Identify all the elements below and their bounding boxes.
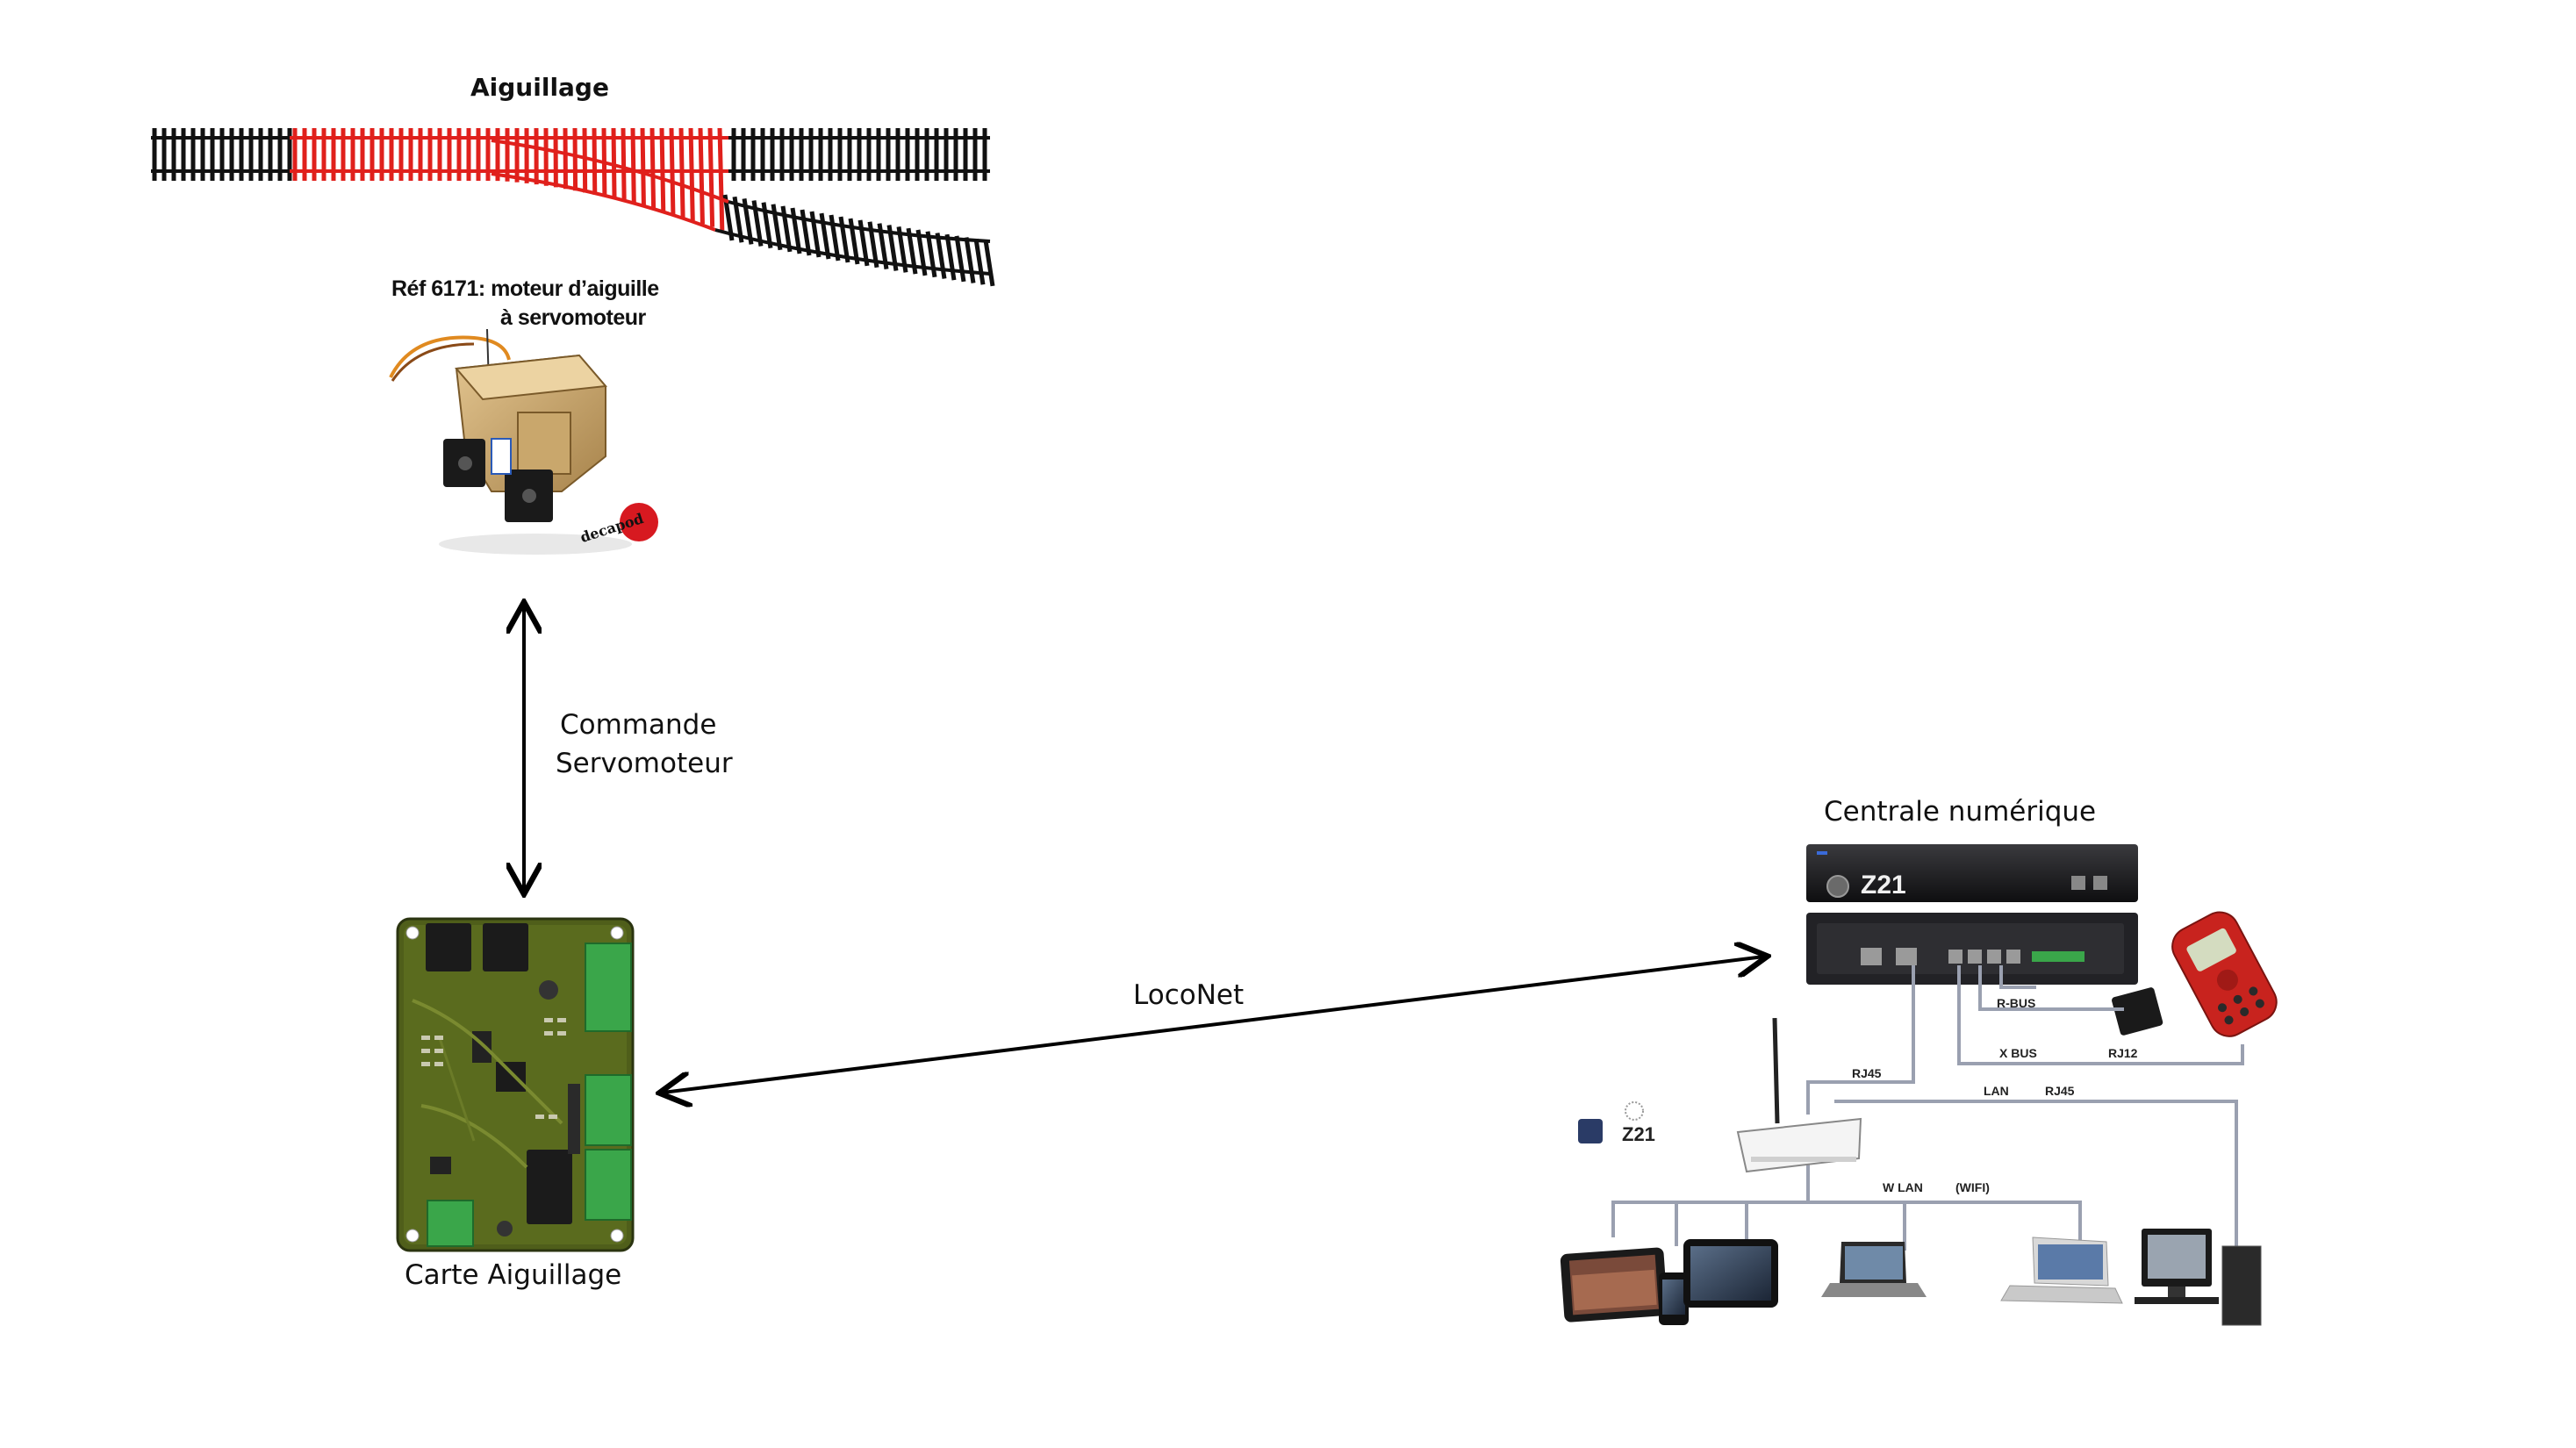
servo-caption-line2: à servomoteur xyxy=(500,305,646,330)
servo-motor-illustration xyxy=(389,328,658,555)
track-tie xyxy=(973,238,986,285)
loconet-arrow xyxy=(663,957,1764,1093)
track-tie xyxy=(707,127,715,227)
rail-diverging-bottom xyxy=(714,228,991,276)
rail-red-curve-bottom xyxy=(491,172,716,232)
command-label-line2: Servomoteur xyxy=(556,748,733,779)
xbus-label: X BUS xyxy=(1999,1046,2037,1060)
rj12-label: RJ12 xyxy=(2108,1046,2138,1060)
svg-text:Z21: Z21 xyxy=(1622,1123,1655,1145)
rj45-label-b: RJ45 xyxy=(2045,1084,2075,1098)
lan-label: LAN xyxy=(1984,1084,2009,1098)
track-tie xyxy=(983,240,995,287)
track-tie xyxy=(698,127,705,225)
track-tie xyxy=(954,235,966,283)
command-label-line1: Commande xyxy=(560,709,717,741)
central-station-label: Centrale numérique xyxy=(1824,796,2097,828)
z21-logo: Z21 xyxy=(1861,871,1906,900)
loconet-label: LocoNet xyxy=(1133,979,1245,1011)
track-tie xyxy=(640,127,646,207)
board-label: Carte Aiguillage xyxy=(405,1259,622,1291)
turnout-title: Aiguillage xyxy=(470,73,609,102)
track-tie xyxy=(649,127,657,210)
rbus-label: R-BUS xyxy=(1997,996,2036,1010)
wifi-label: (WIFI) xyxy=(1955,1180,1990,1194)
track-tie xyxy=(621,127,627,202)
track-tie xyxy=(688,127,695,221)
turnout-board-illustration xyxy=(396,917,635,1252)
rail-diverging-top xyxy=(728,200,991,243)
rail-red-curve-top xyxy=(491,139,729,204)
track-tie xyxy=(935,233,947,279)
track-tie xyxy=(944,233,957,281)
rj45-label-a: RJ45 xyxy=(1852,1066,1882,1080)
track-tie xyxy=(630,127,636,204)
track-tie xyxy=(717,127,725,231)
track-tie xyxy=(964,237,976,283)
servo-caption-line1: Réf 6171: moteur d’aiguille xyxy=(391,276,659,301)
central-station-illustration: Z21 xyxy=(1560,844,2278,1326)
turnout-track-illustration xyxy=(151,127,995,287)
wlan-label: W LAN xyxy=(1883,1180,1923,1194)
